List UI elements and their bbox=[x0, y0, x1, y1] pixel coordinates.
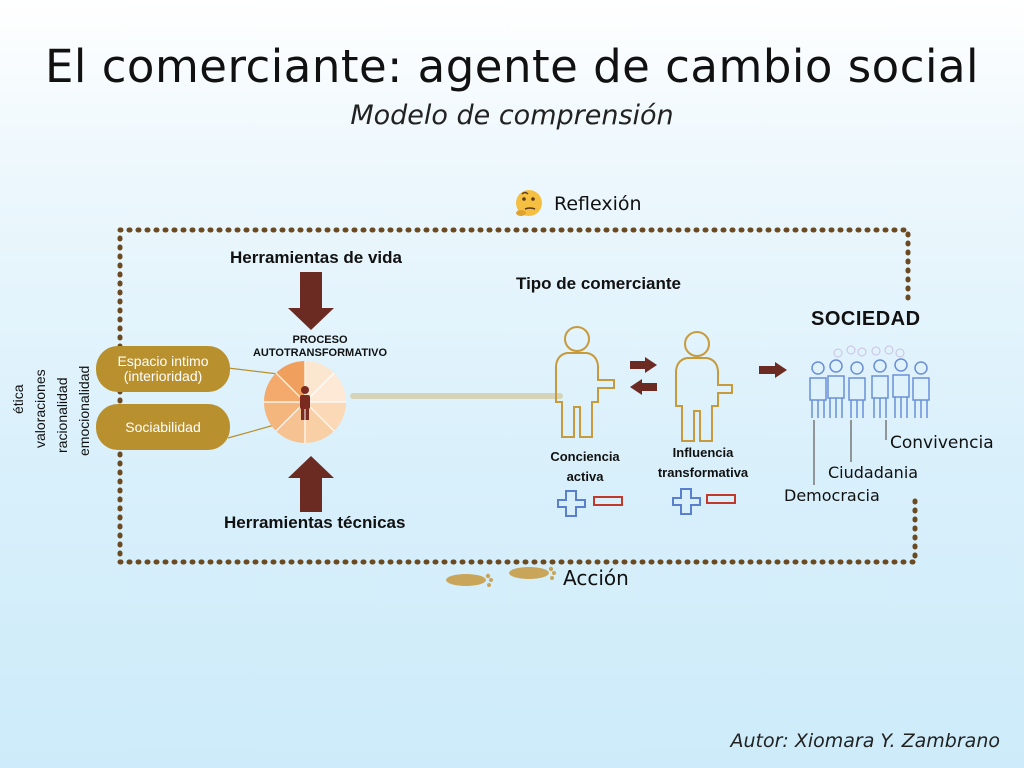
reflection-label: Reflexión bbox=[554, 193, 642, 215]
action-label: Acción bbox=[563, 566, 629, 590]
minus-icon bbox=[593, 496, 623, 506]
thinking-face-icon bbox=[516, 190, 542, 216]
vertical-label-emotionality: emocionalidad bbox=[76, 365, 92, 456]
merchant-type-influence: Influencia transformativa bbox=[645, 443, 761, 483]
process-wheel bbox=[264, 361, 346, 444]
page-subtitle: Modelo de comprensión bbox=[350, 100, 674, 131]
footprints-icon bbox=[446, 566, 556, 587]
plus-icon bbox=[557, 490, 586, 517]
technical-tools-arrow bbox=[288, 456, 334, 512]
exchange-arrows bbox=[630, 357, 657, 395]
intimate-space-pill: Espacio intimo (interioridad) bbox=[96, 346, 230, 392]
process-label-line1: PROCESO bbox=[292, 334, 348, 346]
society-value-democracy: Democracia bbox=[784, 486, 880, 505]
merchant-type-influence-line1: Influencia bbox=[672, 445, 734, 460]
intimate-space-line2: (interioridad) bbox=[123, 368, 203, 384]
author-credit: Autor: Xiomara Y. Zambrano bbox=[730, 730, 1000, 752]
society-title: SOCIEDAD bbox=[811, 308, 921, 330]
merchant-type-title: Tipo de comerciante bbox=[516, 274, 682, 293]
plus-icon bbox=[672, 488, 701, 515]
vertical-label-ethics: ética bbox=[10, 384, 26, 414]
process-label-line2: AUTOTRANSFORMATIVO bbox=[252, 347, 388, 359]
vertical-label-valuations: valoraciones bbox=[32, 369, 48, 448]
merchant-figure-conscious bbox=[555, 326, 615, 438]
technical-tools-label: Herramientas técnicas bbox=[224, 513, 406, 532]
merchant-type-conscious-line2: activa bbox=[566, 469, 604, 484]
connector-line bbox=[227, 367, 279, 375]
crowd-icon bbox=[809, 345, 930, 418]
to-society-arrow bbox=[759, 362, 787, 378]
merchant-type-conscious: Conciencia activa bbox=[536, 447, 634, 487]
intimate-space-line1: Espacio intimo bbox=[117, 353, 209, 369]
minus-icon bbox=[706, 494, 736, 504]
cycle-border bbox=[117, 227, 918, 565]
sociability-pill: Sociabilidad bbox=[96, 404, 230, 450]
merchant-type-conscious-line1: Conciencia bbox=[550, 449, 620, 464]
person-icon bbox=[300, 386, 310, 420]
page-title: El comerciante: agente de cambio social bbox=[44, 40, 980, 93]
merchant-figure-influence bbox=[675, 331, 733, 442]
merchant-type-influence-line2: transformativa bbox=[657, 465, 749, 480]
vertical-label-rationality: racionalidad bbox=[54, 377, 70, 454]
life-tools-arrow bbox=[288, 272, 334, 330]
society-value-coexistence: Convivencia bbox=[890, 433, 994, 453]
society-value-citizenship: Ciudadania bbox=[828, 463, 919, 482]
connector-line bbox=[227, 423, 279, 439]
process-label: PROCESO AUTOTRANSFORMATIVO bbox=[240, 334, 400, 360]
life-tools-label: Herramientas de vida bbox=[230, 248, 402, 267]
